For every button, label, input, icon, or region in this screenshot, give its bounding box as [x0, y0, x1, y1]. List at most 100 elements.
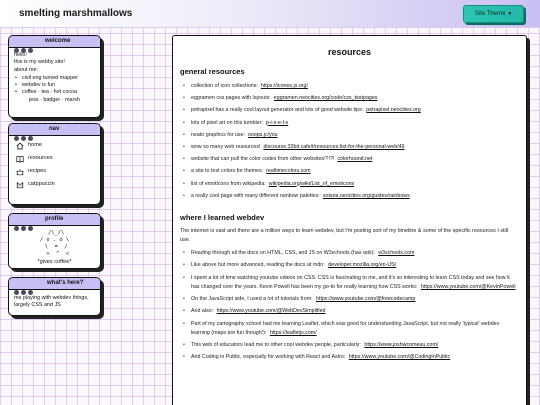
resource-text: a site to test colors for themes: — [191, 168, 264, 175]
list-item: Part of my cartography school had me lea… — [181, 320, 516, 338]
nav-card-title: nav — [49, 126, 60, 132]
resource-text: wow so many web resources! — [191, 143, 261, 150]
list-item: And Coding in Public, especially for wor… — [181, 353, 516, 362]
profile-card: profile /\_/\ / o . o \ \ = / > ^ < *giv… — [8, 213, 101, 269]
list-item: coffee · tea · hot cocoa — [14, 89, 95, 97]
nav-card-header: nav — [9, 124, 100, 141]
resource-text: collection of icon collections: — [191, 83, 258, 89]
resource-text: neato graphics for use: — [191, 131, 245, 138]
list-item: I spent a lot of time watching youtube v… — [181, 274, 516, 292]
resource-link[interactable]: petrapixel.neocities.org — [366, 107, 421, 114]
nav-card-body: home resources recipes catppuccin — [9, 136, 100, 193]
pot-icon — [16, 169, 24, 176]
list-item: petrapixel has a really cool layout gene… — [181, 106, 526, 118]
nav-item-label: home — [28, 142, 42, 149]
welcome-line: this is my webby site! — [14, 59, 65, 66]
chevron-down-icon: ▼ — [507, 11, 513, 17]
site-title[interactable]: smelting marshmallows — [19, 8, 133, 19]
window-dots — [14, 40, 35, 58]
welcome-tags: jess · badger · marsh — [29, 96, 80, 103]
book-icon — [16, 155, 24, 163]
site-theme-button[interactable]: Site Theme▼ — [463, 5, 524, 23]
list-item: a site to test colors for themes:realtim… — [181, 167, 526, 179]
home-icon — [16, 142, 24, 150]
nav-item-home[interactable]: home — [16, 142, 95, 150]
resource-link[interactable]: https://icones.js.org/ — [260, 83, 308, 89]
list-item: And also: https://www.youtube.com/@WebDe… — [181, 307, 516, 316]
window-dots — [14, 282, 35, 300]
resource-link[interactable]: https://www.joshwcomeau.com/ — [364, 341, 439, 348]
resource-link[interactable]: wikipedia.org/wiki/List_of_emoticons — [268, 180, 355, 187]
about-me-list: civil eng turned mapper webdev is fun co… — [14, 75, 95, 97]
window-dots — [14, 218, 35, 236]
resource-link[interactable]: eggramen.neocities.org/code/css_testpage… — [273, 95, 378, 102]
list-item: website that can pull the color codes fr… — [181, 155, 526, 167]
resource-text: And Coding in Public, especially for wor… — [191, 354, 346, 361]
resource-text: Part of my cartography school had me lea… — [191, 320, 500, 336]
resource-text: Reading through all the docs on HTML, CS… — [191, 250, 375, 257]
resource-text: This web of educators lead me to other c… — [191, 341, 361, 348]
resource-link[interactable]: ooops.jc/you — [247, 131, 278, 138]
resource-link[interactable]: https://www.youtube.com/@freecodecamp — [316, 296, 416, 303]
resource-text: list of emoticons from wikipedia: — [191, 180, 266, 187]
resource-text: eggramen css pages with layouts: — [191, 95, 271, 102]
resource-link[interactable]: solaria.neocities.org/guides/rainbows — [322, 192, 410, 199]
resource-link[interactable]: https://www.youtube.com/@KevinPowell — [420, 283, 516, 290]
resource-link[interactable]: realtimecolors.com — [266, 168, 311, 175]
resource-text: On the JavaScript side, I used a lot of … — [191, 296, 313, 303]
whats-here-card-body: me playing with webdev things, largely C… — [14, 295, 89, 309]
whats-here-card-title: what's here? — [47, 280, 84, 286]
profile-caption: *gives coffee* — [37, 259, 72, 266]
top-bar: smelting marshmallows Site Theme▼ — [0, 0, 540, 28]
nav-item-catppuccin[interactable]: catppuccin — [16, 181, 95, 189]
nav-item-label: resources — [28, 155, 53, 162]
general-resources-heading: general resources — [180, 67, 245, 76]
list-item: This web of educators lead me to other c… — [181, 341, 516, 350]
list-item: lots of pixel art on this tumbler:p-i-x-… — [181, 119, 526, 131]
page-title: resources — [327, 47, 372, 57]
nav-card: nav home resources recipes catppuc — [8, 123, 101, 205]
nav-item-label: recipes — [28, 168, 47, 175]
list-item: webdev is fun — [14, 82, 95, 90]
list-item: list of emoticons from wikipedia:wikiped… — [181, 180, 526, 192]
profile-card-title: profile — [45, 216, 64, 222]
learned-webdev-heading: where I learned webdev — [180, 212, 265, 222]
whats-here-card-header: what's here? — [9, 278, 100, 295]
resource-link[interactable]: https://www.youtube.com/@CodingInPublic — [348, 354, 451, 361]
nav-item-resources[interactable]: resources — [16, 155, 95, 163]
resource-text: website that can pull the color codes fr… — [191, 156, 335, 163]
resource-link[interactable]: w3schools.com — [378, 250, 415, 257]
learned-intro: The internet is vast and there are a mil… — [180, 227, 509, 243]
resource-link[interactable]: p-i-x-e-l-s — [265, 119, 289, 126]
resource-link[interactable]: https://www.youtube.com/@WebDevSimplifie… — [216, 308, 326, 315]
list-item: civil eng turned mapper — [14, 75, 95, 83]
resource-text: I spent a lot of time watching youtube v… — [191, 274, 510, 290]
ascii-cat-art: /\_/\ / o . o \ \ = / > ^ < — [39, 230, 70, 258]
list-item: eggramen css pages with layouts:eggramen… — [181, 94, 526, 106]
resource-link[interactable]: colorhound.net — [337, 156, 373, 163]
whats-here-card: what's here? me playing with webdev thin… — [8, 277, 101, 316]
window-dots — [14, 128, 35, 146]
profile-card-header: profile — [9, 214, 100, 231]
welcome-card-title: welcome — [45, 38, 71, 44]
nav-item-label: catppuccin — [28, 181, 55, 188]
welcome-card-body: hello! this is my webby site! about me: … — [9, 48, 100, 108]
resource-link[interactable]: developer.mozilla.org/en-US/ — [328, 262, 397, 269]
list-item: collection of icon collections:https://i… — [181, 82, 526, 94]
list-item: neato graphics for use:ooops.jc/you — [181, 131, 526, 143]
list-item: wow so many web resources!discourse.32bi… — [181, 143, 526, 155]
list-item: Reading through all the docs on HTML, CS… — [181, 249, 516, 258]
resource-link[interactable]: https://leafletjs.com/ — [269, 329, 317, 336]
welcome-line: about me: — [14, 66, 38, 73]
list-item: Like above but more advanced, reading th… — [181, 261, 516, 270]
resource-link[interactable]: discourse.32bit.cafe/t/resources-list-fo… — [263, 143, 405, 150]
profile-card-body: /\_/\ / o . o \ \ = / > ^ < *gives coffe… — [9, 226, 100, 268]
list-item: a really cool page with many different r… — [181, 192, 526, 204]
nav-item-recipes[interactable]: recipes — [16, 168, 95, 176]
general-resources-list: collection of icon collections:https://i… — [181, 82, 526, 204]
cat-icon — [16, 181, 24, 189]
resource-text: a really cool page with many different r… — [191, 192, 320, 199]
learned-webdev-list: Reading through all the docs on HTML, CS… — [181, 249, 516, 362]
welcome-line: hello! — [14, 52, 27, 58]
site-theme-label: Site Theme — [474, 11, 506, 17]
